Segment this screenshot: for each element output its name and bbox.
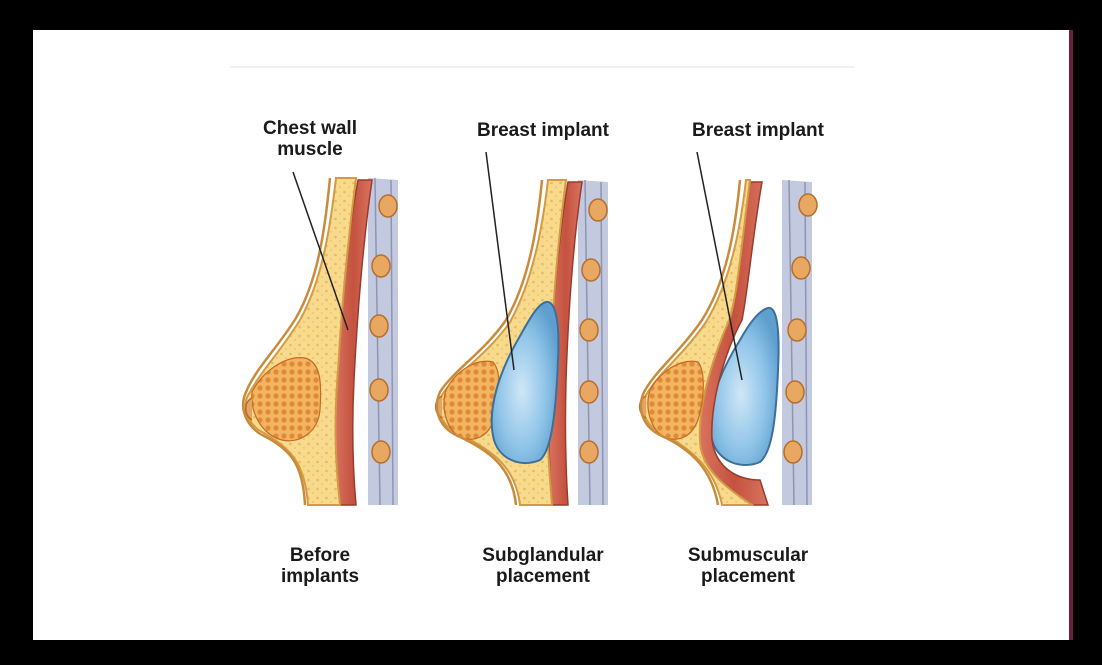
- caption-line-1: Subglandular: [463, 545, 623, 566]
- before-implants-illustration: [243, 178, 398, 505]
- label-line-2: muscle: [245, 139, 375, 160]
- label-breast-implant-submuscular: Breast implant: [673, 120, 843, 141]
- caption-before-implants: Before implants: [260, 545, 380, 587]
- caption-submuscular-placement: Submuscular placement: [668, 545, 828, 587]
- submuscular-illustration: [640, 180, 817, 505]
- caption-line-2: implants: [260, 566, 380, 587]
- subglandular-illustration: [436, 180, 608, 505]
- label-line-1: Chest wall: [245, 118, 375, 139]
- label-breast-implant-subglandular: Breast implant: [458, 120, 628, 141]
- mammary-gland: [444, 361, 499, 439]
- caption-subglandular-placement: Subglandular placement: [463, 545, 623, 587]
- caption-line-1: Submuscular: [668, 545, 828, 566]
- label-chest-wall-muscle: Chest wall muscle: [245, 118, 375, 160]
- caption-line-2: placement: [668, 566, 828, 587]
- caption-line-1: Before: [260, 545, 380, 566]
- caption-line-2: placement: [463, 566, 623, 587]
